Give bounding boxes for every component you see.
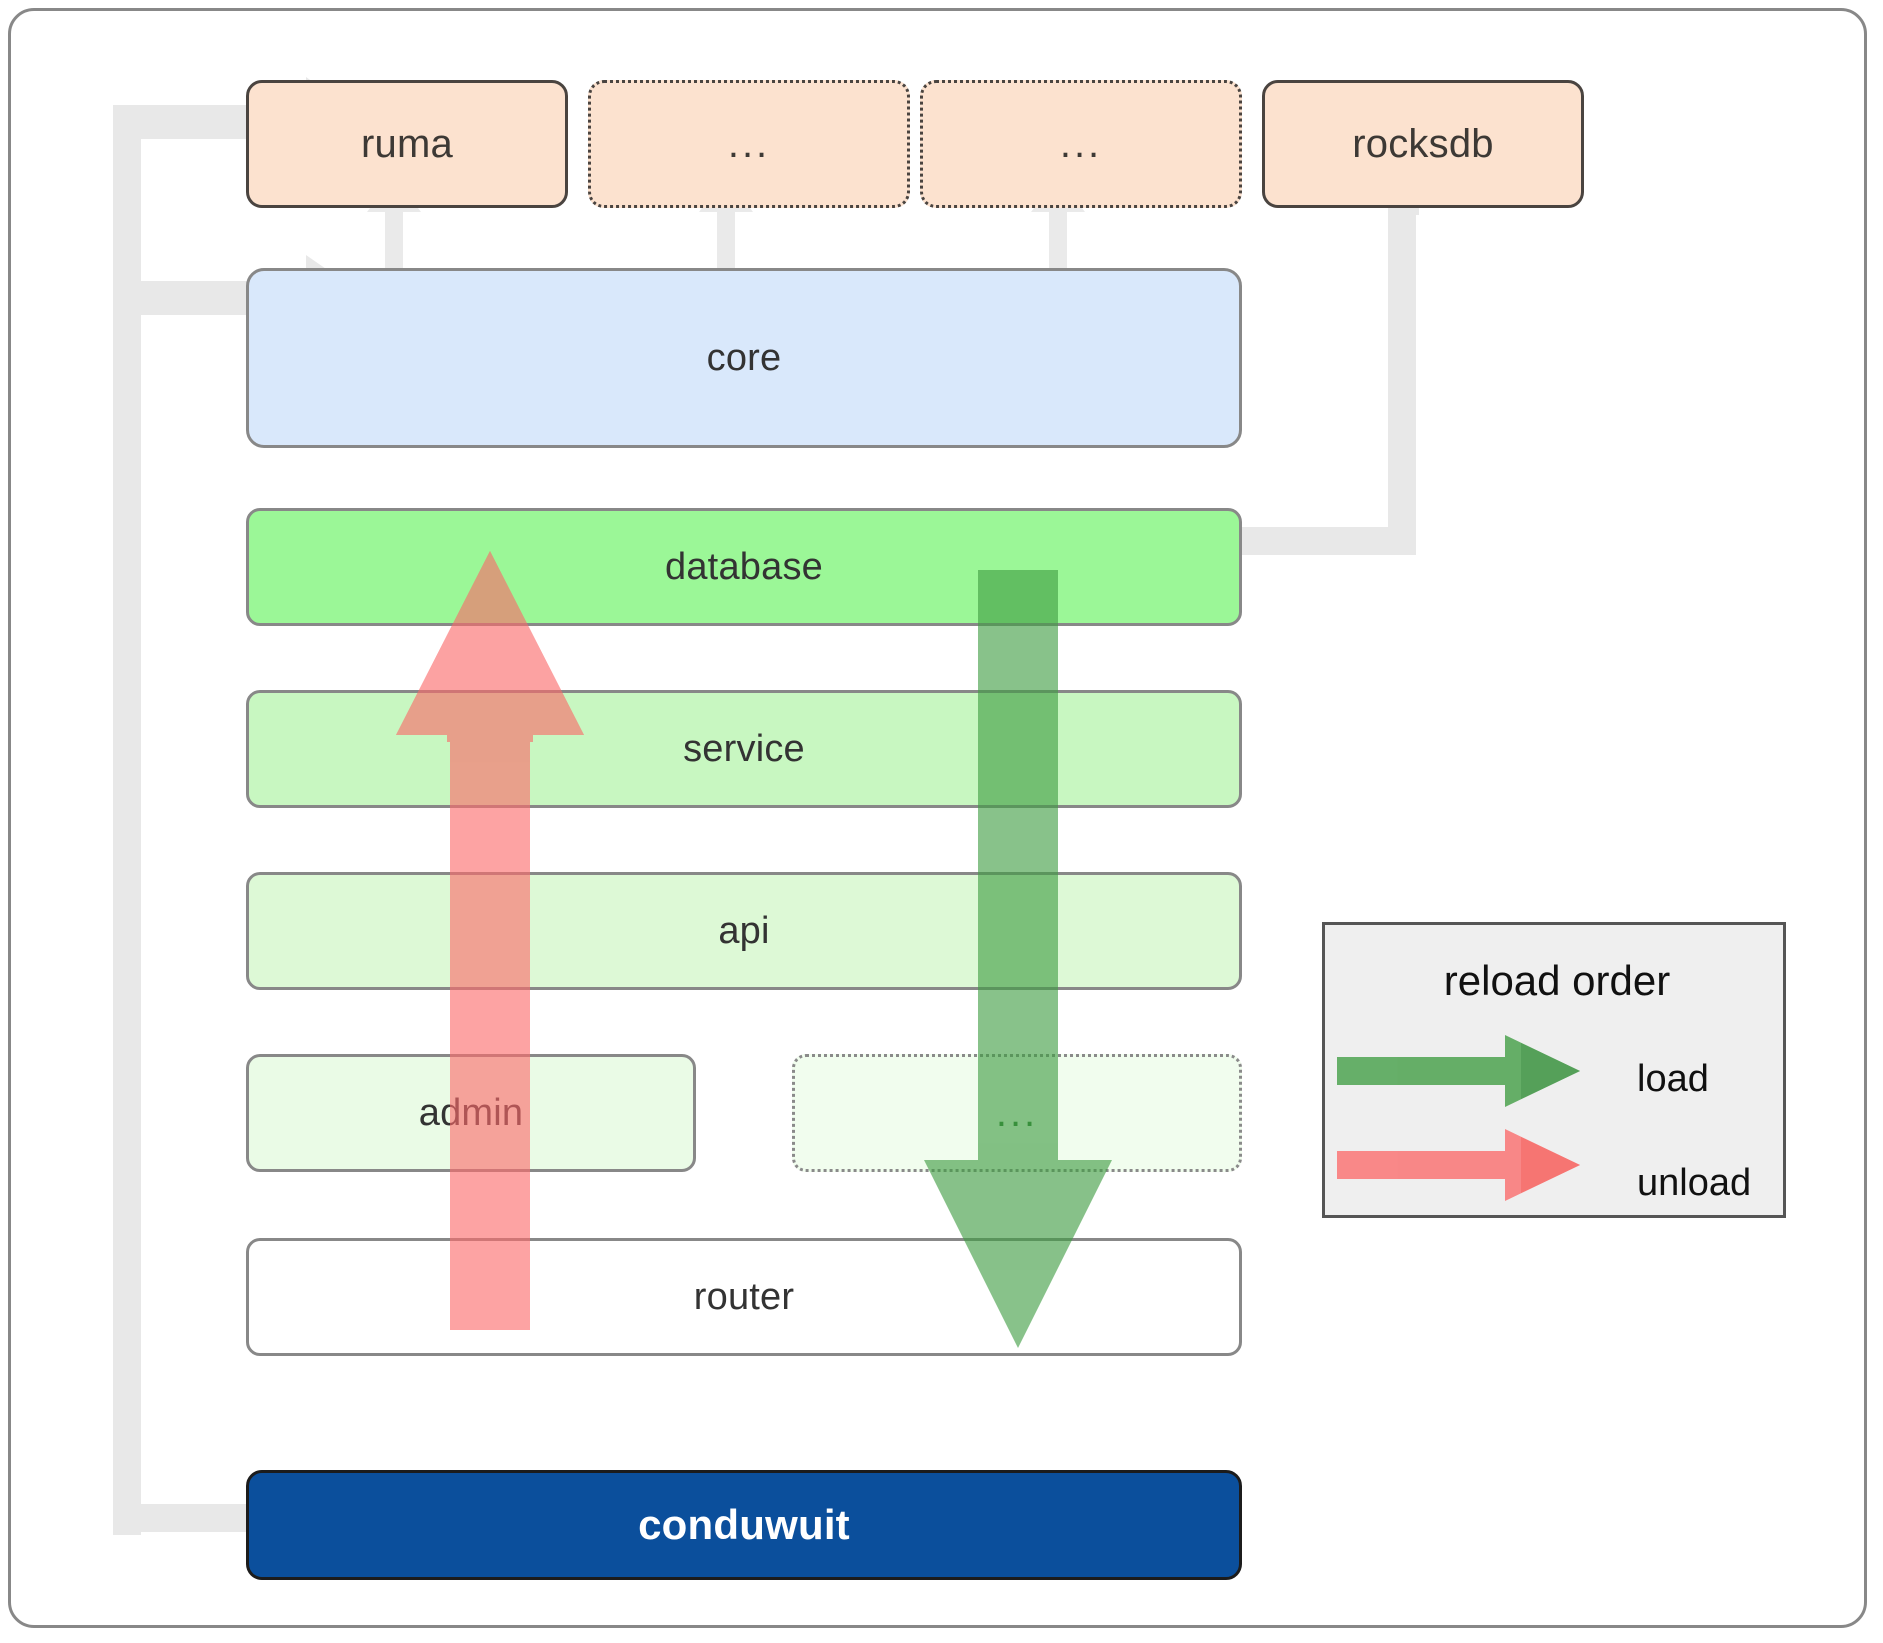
legend-label-unload: unload (1637, 1162, 1752, 1204)
node-dependency-placeholder-2-label: ... (1059, 122, 1103, 166)
node-service[interactable]: service (246, 690, 1242, 808)
legend-panel: reload order load unload (1322, 922, 1786, 1218)
diagram-frame (8, 8, 1867, 1628)
node-conduwuit-label: conduwuit (638, 1501, 850, 1548)
node-conduwuit[interactable]: conduwuit (246, 1470, 1242, 1580)
node-api[interactable]: api (246, 872, 1242, 990)
node-database[interactable]: database (246, 508, 1242, 626)
legend-unload-arrow-icon (1337, 1129, 1580, 1201)
node-admin[interactable]: admin (246, 1054, 696, 1172)
node-ruma[interactable]: ruma (246, 80, 568, 208)
node-dependency-placeholder-1[interactable]: ... (588, 80, 910, 208)
node-api-label: api (718, 909, 770, 952)
node-core[interactable]: core (246, 268, 1242, 448)
node-ruma-label: ruma (361, 121, 453, 166)
legend-arrow-icons (1337, 1035, 1580, 1201)
legend-load-arrow-icon (1337, 1035, 1580, 1107)
legend-title: reload order (1443, 957, 1671, 1004)
node-core-label: core (706, 336, 782, 379)
node-router-label: router (693, 1275, 795, 1318)
node-rocksdb[interactable]: rocksdb (1262, 80, 1584, 208)
node-service-label: service (683, 727, 805, 770)
node-layer-placeholder[interactable]: ... (792, 1054, 1242, 1172)
node-dependency-placeholder-2[interactable]: ... (920, 80, 1242, 208)
node-rocksdb-label: rocksdb (1352, 121, 1494, 166)
node-layer-placeholder-label: ... (995, 1091, 1039, 1135)
node-database-label: database (665, 545, 823, 588)
node-router[interactable]: router (246, 1238, 1242, 1356)
node-dependency-placeholder-1-label: ... (727, 122, 771, 166)
node-admin-label: admin (418, 1091, 524, 1134)
legend-label-load: load (1637, 1058, 1709, 1100)
